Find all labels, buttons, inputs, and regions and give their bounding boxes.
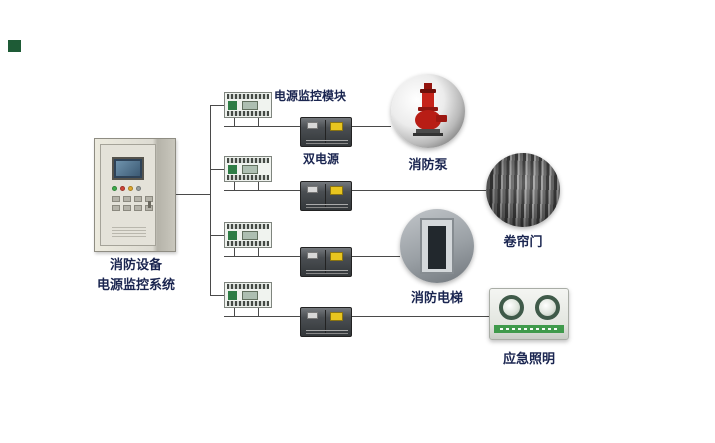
cabinet-screen (112, 157, 144, 180)
cabinet-door (100, 144, 156, 246)
module-display (242, 101, 258, 110)
system-title-line1: 消防设备 (109, 257, 162, 272)
module-display (242, 231, 258, 240)
cabinet-indicator-lights (112, 186, 141, 191)
module-display (242, 165, 258, 174)
module-wire-stub (234, 118, 235, 126)
corner-mark (8, 40, 21, 52)
dual-power-switch-1 (300, 117, 352, 147)
cabinet-button (134, 196, 142, 202)
module-terminal-strip (227, 284, 269, 289)
cabinet-button (123, 196, 131, 202)
module-terminal-strip (227, 111, 269, 116)
trunk-line (210, 105, 211, 296)
switch-divider (325, 184, 326, 208)
emergency-light-image (489, 288, 569, 340)
module-terminal-strip (227, 241, 269, 246)
fire-pump-icon (413, 83, 447, 136)
module-wire-stub (234, 248, 235, 256)
dual-power-switch-2 (300, 181, 352, 211)
module-logo-block (228, 101, 237, 110)
switch-label-lines (306, 270, 348, 271)
connector-trunk-to-module-2 (210, 169, 225, 170)
cabinet-button (134, 205, 142, 211)
module-wire-stub (234, 182, 235, 190)
fire-elevator-label: 消防电梯 (410, 290, 463, 305)
module-wire-stub (258, 182, 259, 190)
system-title-line2: 电源监控系统 (96, 276, 175, 292)
module-terminal-strip (227, 301, 269, 306)
bus-line-4 (224, 316, 489, 317)
switch-divider (325, 120, 326, 144)
elevator-frame (420, 218, 454, 274)
cabinet-vent (112, 227, 146, 237)
module-logo-block (228, 165, 237, 174)
bus-line-2 (224, 190, 486, 191)
cabinet-button (112, 205, 120, 211)
module-display (242, 291, 258, 300)
fire-pump-image (391, 74, 465, 148)
switch-left-unit (307, 312, 318, 319)
power-monitor-module-4 (224, 282, 272, 308)
switch-label-lines (306, 330, 348, 331)
switch-divider (325, 310, 326, 334)
cabinet-screen-display (116, 161, 140, 176)
connector-trunk-to-module-1 (210, 105, 225, 106)
cabinet-buttons (112, 196, 153, 211)
fire-pump-label: 消防泵 (408, 157, 448, 172)
emergency-lighting-label: 应急照明 (502, 351, 555, 366)
power-monitor-module-3 (224, 222, 272, 248)
switch-left-unit (307, 186, 318, 193)
roller-door-shading (486, 153, 560, 227)
connector-trunk-to-module-4 (210, 295, 225, 296)
module-terminal-strip (227, 224, 269, 229)
emergency-light-brand-text (500, 328, 558, 330)
module-terminal-strip (227, 175, 269, 180)
roller-door-image (486, 153, 560, 227)
module-wire-stub (258, 118, 259, 126)
emergency-light-brand-band (494, 325, 564, 333)
module-label: 电源监控模块 (274, 89, 347, 103)
cabinet-button (123, 205, 131, 211)
module-terminal-strip (227, 94, 269, 99)
power-monitor-module-2 (224, 156, 272, 182)
connector-trunk-to-module-3 (210, 235, 225, 236)
switch-label-lines (306, 140, 348, 141)
cabinet-button (112, 196, 120, 202)
module-wire-stub (258, 308, 259, 316)
module-wire-stub (258, 248, 259, 256)
switch-yellow-handle (330, 252, 343, 261)
module-logo-block (228, 231, 237, 240)
indicator-yellow (128, 186, 133, 191)
switch-label-lines (306, 204, 348, 205)
dual-power-switch-4 (300, 307, 352, 337)
module-wire-stub (234, 308, 235, 316)
switch-yellow-handle (330, 122, 343, 131)
dual-power-label: 双电源 (303, 152, 340, 166)
indicator-red (120, 186, 125, 191)
switch-left-unit (307, 252, 318, 259)
cabinet-keyhole (148, 201, 151, 208)
monitoring-cabinet (94, 138, 176, 252)
switch-left-unit (307, 122, 318, 129)
roller-door-label: 卷帘门 (503, 234, 543, 249)
module-terminal-strip (227, 158, 269, 163)
module-logo-block (228, 291, 237, 300)
indicator-gray (136, 186, 141, 191)
emergency-lamp-left (499, 295, 524, 320)
connector-cabinet-to-trunk (176, 194, 210, 195)
fire-elevator-image (400, 209, 474, 283)
elevator-door (428, 226, 446, 269)
switch-yellow-handle (330, 312, 343, 321)
dual-power-switch-3 (300, 247, 352, 277)
indicator-green (112, 186, 117, 191)
power-monitor-module-1 (224, 92, 272, 118)
emergency-lamp-right (535, 295, 560, 320)
switch-yellow-handle (330, 186, 343, 195)
system-title: 消防设备 电源监控系统 (80, 255, 192, 294)
switch-divider (325, 250, 326, 274)
